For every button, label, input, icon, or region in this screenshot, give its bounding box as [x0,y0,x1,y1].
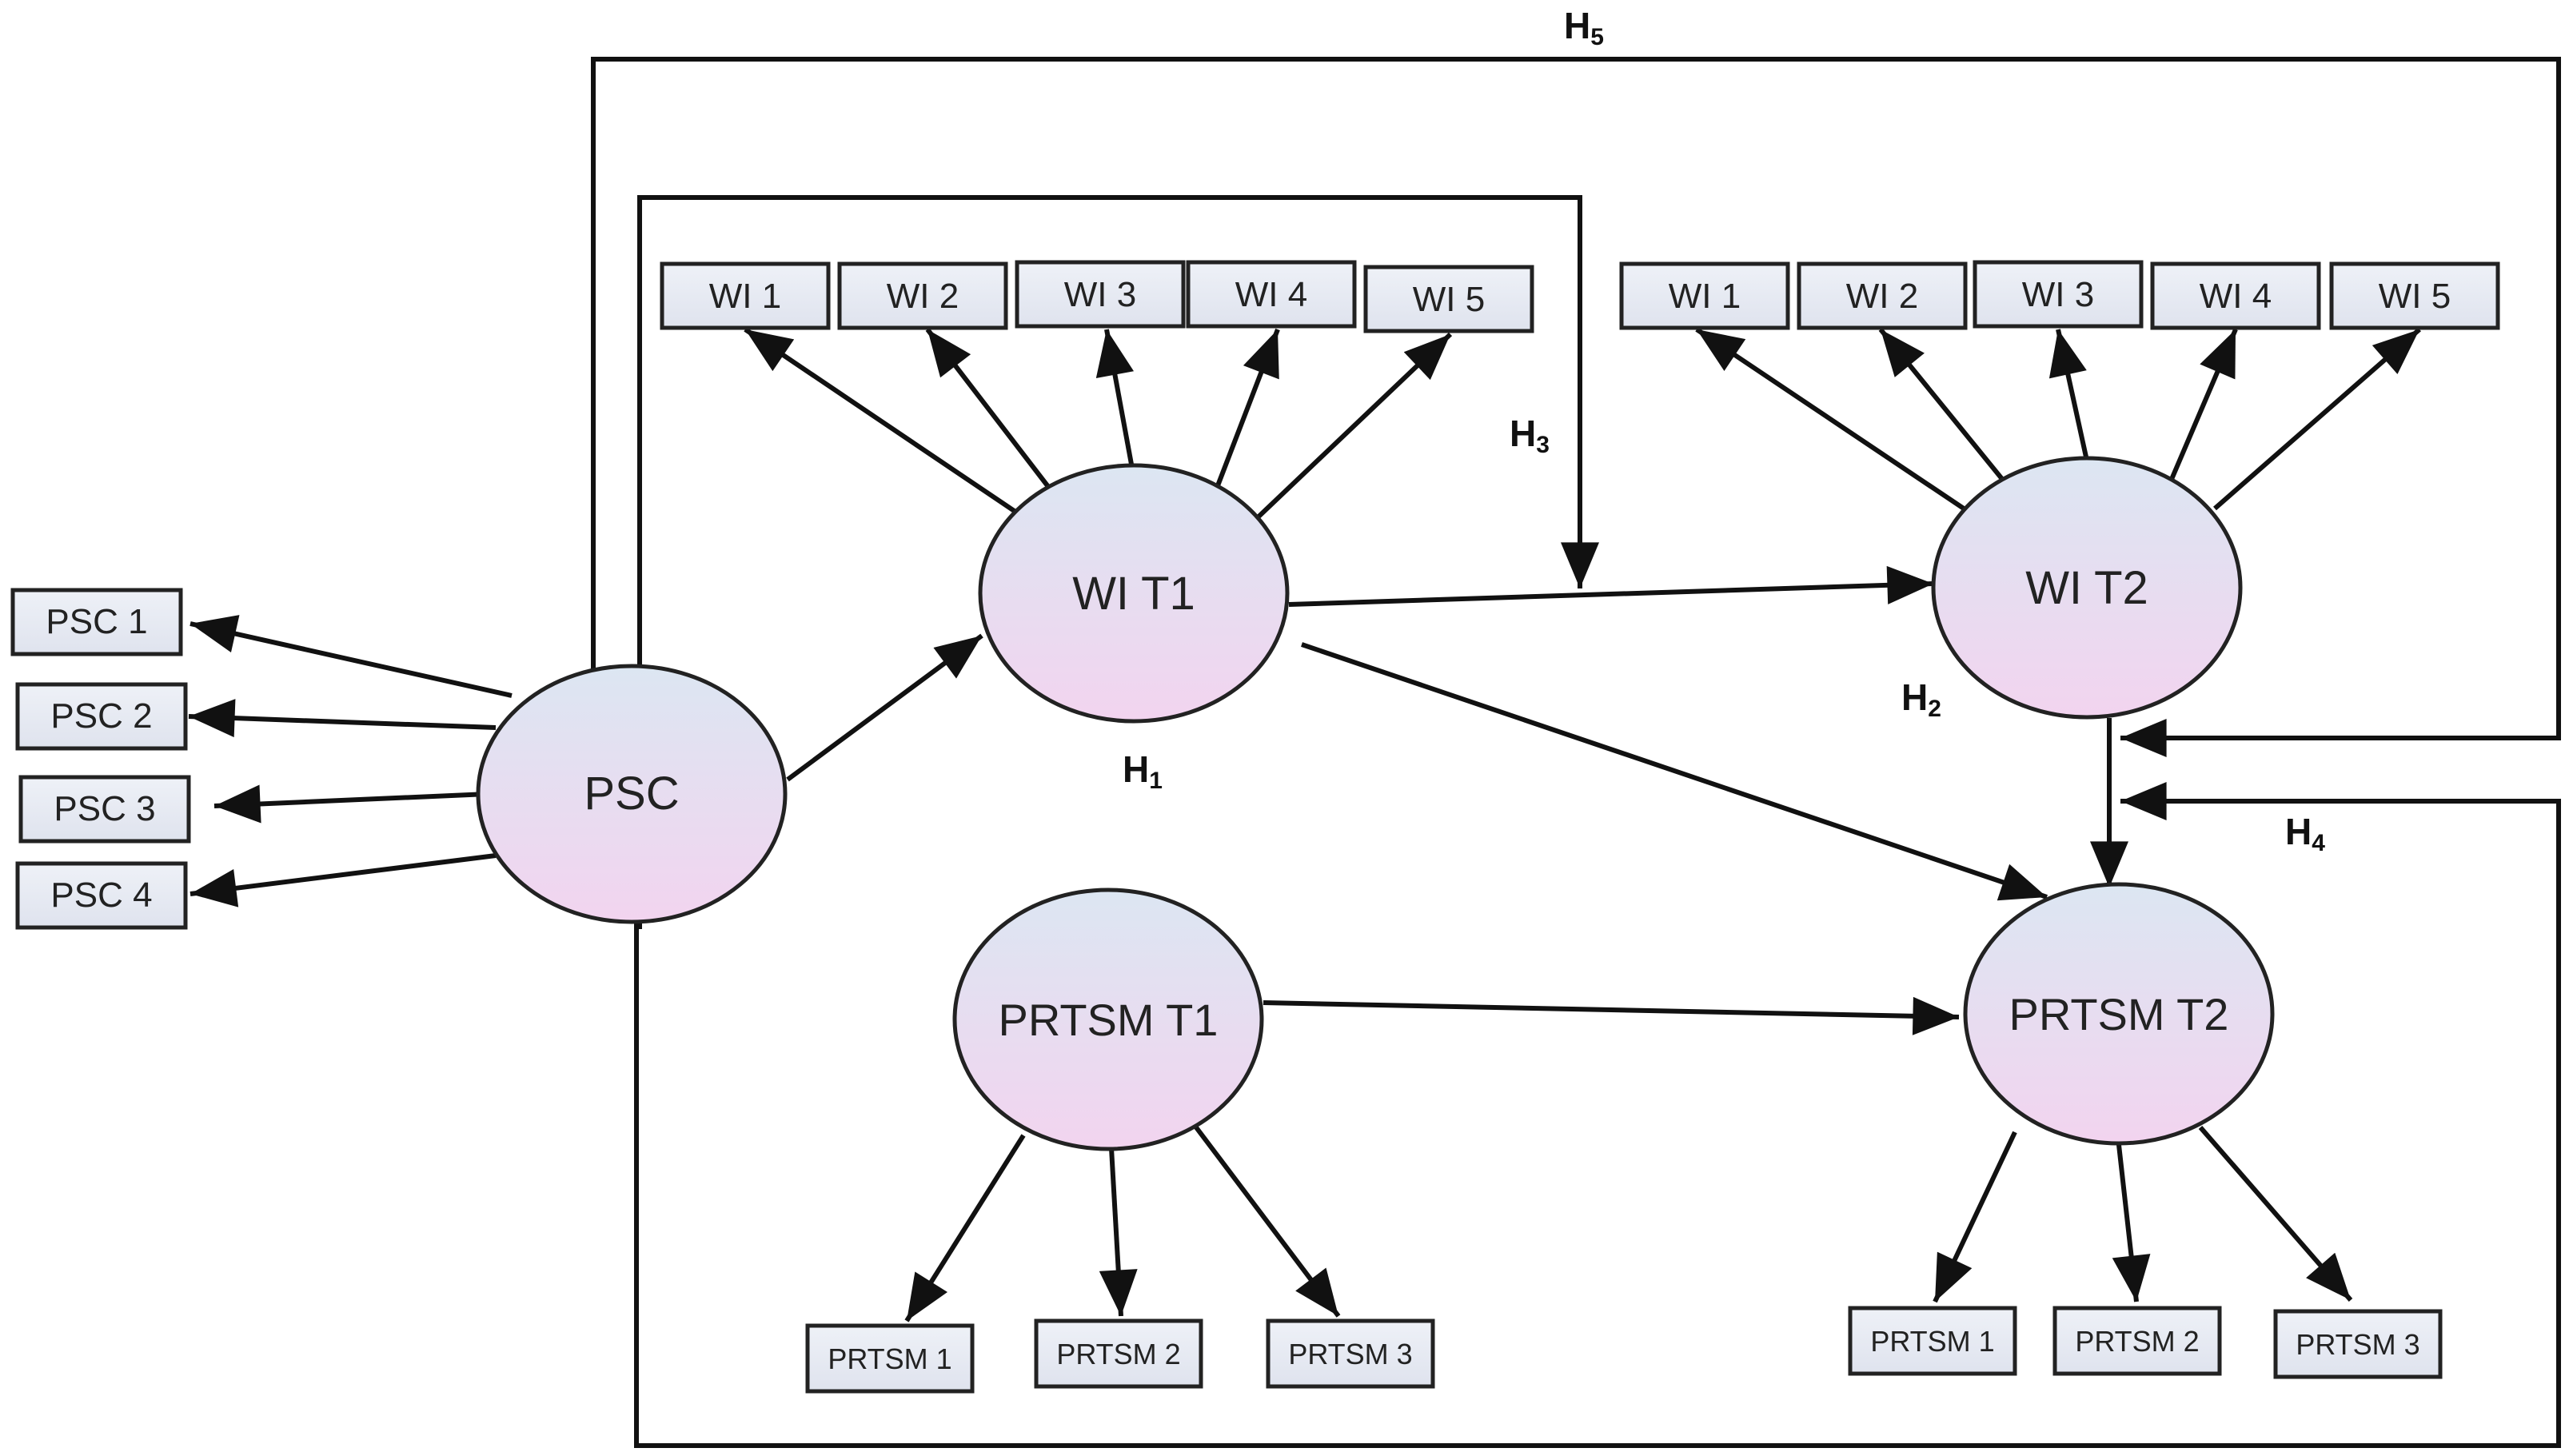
arrow-psc-1 [189,615,513,698]
indicator-prtsmt2-2: PRTSM 2 [2052,1306,2222,1376]
latent-wi-t2-label: WI T2 [2025,562,2148,614]
arrow-prtsmt1-2 [1099,1147,1138,1317]
indicator-prtsmt1-1: PRTSM 1 [805,1323,975,1394]
indicator-wit1-4: WI 4 [1186,260,1357,329]
indicator-wit2-4: WI 4 [2150,261,2321,330]
svg-text:PRTSM 1: PRTSM 1 [1870,1325,1994,1358]
svg-text:WI 4: WI 4 [2200,277,2272,316]
svg-text:PSC 1: PSC 1 [46,602,147,641]
arrow-prtsmt1-1 [904,1134,1026,1322]
svg-text:WI 2: WI 2 [887,277,959,316]
indicator-wit2-2: WI 2 [1797,261,1968,330]
svg-text:PRTSM 1: PRTSM 1 [828,1342,951,1375]
indicator-wit1-5: WI 5 [1363,265,1534,333]
arrow-wit2-2 [1878,328,2008,485]
arrow-wit1-4 [1215,328,1280,489]
indicator-psc-1: PSC 1 [10,588,183,656]
indicator-prtsmt1-2: PRTSM 2 [1034,1318,1203,1389]
arrow-prtsmt2-2 [2112,1144,2151,1302]
svg-text:WI 4: WI 4 [1235,275,1307,314]
arrow-wit2-3 [2048,329,2089,461]
arrow-prtsmt2-3 [2198,1126,2353,1302]
indicator-wit1-3: WI 3 [1015,260,1186,329]
arrow-wit1-3 [1095,329,1135,469]
arrow-wit2-1 [1695,327,1965,511]
svg-text:PSC 2: PSC 2 [50,696,152,736]
arrow-wit1-1 [744,327,1017,514]
latent-wi-t1-label: WI T1 [1072,568,1195,620]
arrow-psc-wit1 [786,633,983,782]
arrow-wit1-wit2 [1288,565,1934,607]
latent-wi-t1: WI T1 [978,463,1290,724]
arrow-prtsmt1-3 [1194,1126,1341,1318]
indicator-psc-3: PSC 3 [18,775,191,844]
indicator-wit2-3: WI 3 [1973,260,2144,329]
hypothesis-h4-label: H4 [2285,811,2325,856]
latent-prtsm-t1-label: PRTSM T1 [999,995,1219,1045]
h3-path [637,195,1599,929]
svg-text:WI 3: WI 3 [1064,275,1136,314]
arrow-wit2-5 [2213,327,2421,511]
indicator-psc-2: PSC 2 [15,682,188,751]
svg-text:PRTSM 3: PRTSM 3 [1288,1338,1412,1370]
arrow-psc-4 [189,853,497,908]
svg-text:WI 3: WI 3 [2022,275,2094,314]
indicator-wit1-1: WI 1 [660,261,831,330]
arrow-wit1-5 [1253,332,1453,522]
svg-text:WI 5: WI 5 [2379,277,2451,316]
svg-text:PRTSM 3: PRTSM 3 [2296,1328,2419,1361]
hypothesis-h1-label: H1 [1123,748,1163,794]
indicator-prtsmt2-3: PRTSM 3 [2273,1309,2443,1379]
indicator-wit1-2: WI 2 [837,261,1008,330]
arrow-wit1-prtsmt2 [1301,642,2048,901]
arrow-wit1-2 [925,328,1051,489]
h5-path [591,57,2561,757]
arrow-psc-3 [213,784,489,824]
latent-wi-t2: WI T2 [1931,456,2243,720]
hypothesis-h3-label: H3 [1510,413,1550,458]
svg-text:PRTSM 2: PRTSM 2 [2075,1325,2199,1358]
latent-psc-label: PSC [584,768,679,820]
latent-prtsm-t2: PRTSM T2 [1963,882,2275,1146]
svg-text:PSC 4: PSC 4 [50,876,152,915]
arrow-wit2-4 [2168,328,2238,485]
latent-prtsm-t1: PRTSM T1 [952,888,1264,1151]
arrow-prtsmt2-1 [1933,1131,2017,1303]
hypothesis-h2-label: H2 [1901,676,1941,722]
svg-text:WI 2: WI 2 [1846,277,1918,316]
hypothesis-h5-label: H5 [1564,5,1604,50]
arrow-prtsmt1-prtsmt2 [1263,996,1960,1035]
svg-text:PRTSM 2: PRTSM 2 [1056,1338,1180,1370]
indicator-prtsmt1-3: PRTSM 3 [1266,1318,1435,1389]
svg-text:WI 1: WI 1 [709,277,781,316]
latent-psc: PSC [476,664,788,924]
indicator-prtsmt2-1: PRTSM 1 [1848,1306,2017,1376]
arrow-psc-2 [188,699,497,738]
svg-text:WI 1: WI 1 [1669,277,1741,316]
svg-text:WI 5: WI 5 [1413,280,1485,319]
indicator-wit2-1: WI 1 [1619,261,1790,330]
latent-prtsm-t2-label: PRTSM T2 [2009,989,2229,1039]
h4-path [634,782,2561,1448]
svg-text:PSC 3: PSC 3 [54,789,155,828]
indicator-psc-4: PSC 4 [15,861,188,930]
indicator-wit2-5: WI 5 [2329,261,2500,330]
